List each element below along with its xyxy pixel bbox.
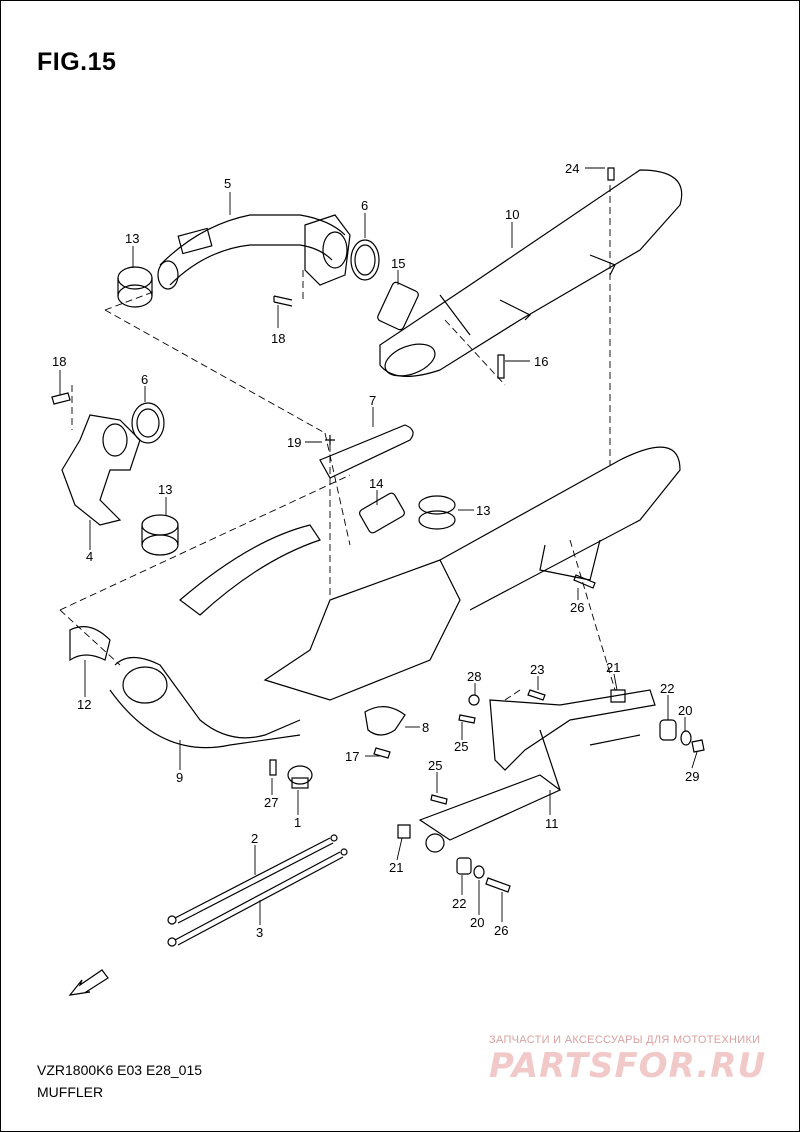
gasket-13-top xyxy=(117,266,153,308)
gasket-6-top xyxy=(350,239,380,281)
part-label-6b: 6 xyxy=(141,372,148,387)
part-label-29: 29 xyxy=(685,769,699,784)
bolt-18-top xyxy=(273,295,293,307)
fwd-arrow-icon xyxy=(68,969,109,996)
part-label-25a: 25 xyxy=(454,739,468,754)
model-code: VZR1800K6 E03 E28_015 xyxy=(37,1062,203,1078)
exhaust-pipe-5 xyxy=(157,214,351,290)
bolt-27 xyxy=(269,759,277,776)
part-label-16: 16 xyxy=(534,354,548,369)
part-label-26b: 26 xyxy=(494,923,508,938)
bolt-18-left xyxy=(51,392,71,405)
part-label-23: 23 xyxy=(530,662,544,677)
part-label-5: 5 xyxy=(224,176,231,191)
bolt-24 xyxy=(607,167,615,181)
gasket-13-right xyxy=(418,495,456,530)
part-label-22b: 22 xyxy=(452,896,466,911)
part-label-27: 27 xyxy=(264,795,278,810)
clamp-12 xyxy=(69,626,111,662)
cable-3 xyxy=(167,848,348,947)
part-label-25b: 25 xyxy=(428,758,442,773)
part-label-13a: 13 xyxy=(125,231,139,246)
bracket-11 xyxy=(418,689,656,853)
gasket-14 xyxy=(359,492,405,534)
part-label-18b: 18 xyxy=(52,354,66,369)
part-label-28: 28 xyxy=(467,669,481,684)
part-label-9: 9 xyxy=(176,770,183,785)
leader-lines xyxy=(59,167,698,925)
part-label-26a: 26 xyxy=(570,600,584,615)
watermark-tagline: ЗАПЧАСТИ И АКСЕССУАРЫ ДЛЯ МОТОТЕХНИКИ xyxy=(489,1034,761,1046)
sensor-1 xyxy=(287,765,313,789)
gasket-15 xyxy=(377,281,419,331)
part-number-labels: 5 6 13 15 10 24 18 16 18 6 7 19 13 14 13… xyxy=(52,161,699,940)
part-label-20a: 20 xyxy=(678,703,692,718)
gasket-13-left xyxy=(141,514,179,556)
cable-2 xyxy=(167,834,338,925)
part-label-10: 10 xyxy=(505,207,519,222)
bracket-8 xyxy=(364,706,406,736)
part-label-12: 12 xyxy=(77,697,91,712)
part-label-2: 2 xyxy=(251,831,258,846)
bolt-16 xyxy=(497,354,505,379)
muffler-10 xyxy=(379,169,683,378)
watermark-logo: PARTSFOR.RU xyxy=(489,1046,767,1086)
guide-lines xyxy=(59,185,616,701)
screw-19 xyxy=(325,435,335,445)
part-label-3: 3 xyxy=(256,925,263,940)
part-label-6a: 6 xyxy=(361,198,368,213)
part-label-17: 17 xyxy=(345,749,359,764)
section-name: MUFFLER xyxy=(37,1084,104,1100)
part-label-7: 7 xyxy=(369,393,376,408)
part-label-20b: 20 xyxy=(470,915,484,930)
part-label-11: 11 xyxy=(545,816,559,831)
bolt-17 xyxy=(373,747,391,759)
part-label-15: 15 xyxy=(391,256,405,271)
gasket-6-left xyxy=(131,402,165,444)
figure-title: FIG.15 xyxy=(37,48,117,76)
part-label-24: 24 xyxy=(565,161,579,176)
part-label-13c: 13 xyxy=(476,503,490,518)
part-label-13b: 13 xyxy=(158,482,172,497)
part-label-21b: 21 xyxy=(389,860,403,875)
part-label-4: 4 xyxy=(86,549,93,564)
small-hardware xyxy=(397,574,705,893)
part-label-1: 1 xyxy=(294,815,301,830)
exhaust-pipe-4 xyxy=(61,414,141,526)
heat-shield-7 xyxy=(319,424,414,479)
part-label-22a: 22 xyxy=(660,681,674,696)
part-label-8: 8 xyxy=(422,720,429,735)
part-label-21a: 21 xyxy=(606,660,620,675)
part-label-18a: 18 xyxy=(271,331,285,346)
exhaust-assembly-9 xyxy=(109,446,681,749)
part-label-19: 19 xyxy=(287,435,301,450)
part-label-14: 14 xyxy=(369,476,383,491)
